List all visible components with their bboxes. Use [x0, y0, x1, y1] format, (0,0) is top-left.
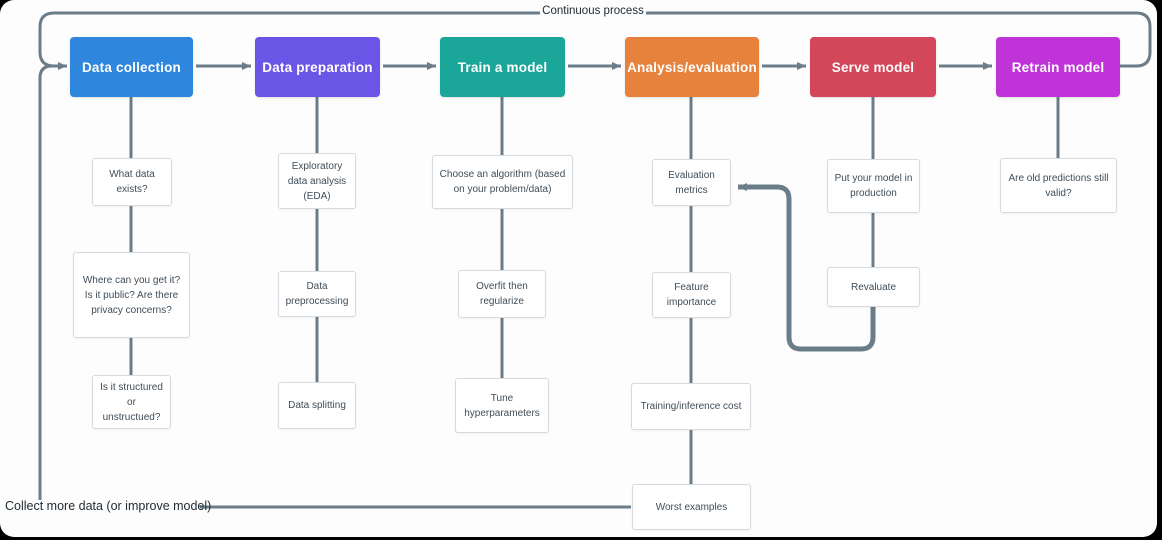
sub-structured-or-unstructured: Is it structured or unstructued? — [92, 375, 171, 429]
continuous-process-line-right — [646, 11, 1152, 68]
sub-data-splitting: Data splitting — [278, 382, 356, 429]
sub-what-data-exists: What data exists? — [92, 158, 172, 206]
collect-more-data-label: Collect more data (or improve model) — [5, 499, 212, 513]
sub-data-preprocessing: Data preprocessing — [278, 271, 356, 317]
sub-where-can-you-get-it: Where can you get it? Is it public? Are … — [73, 252, 190, 338]
feedback-loop — [738, 183, 876, 352]
sub-overfit-then-regularize: Overfit then regularize — [458, 270, 546, 318]
stage-retrain-model: Retrain model — [996, 37, 1120, 97]
stage-analysis-evaluation: Analysis/evaluation — [625, 37, 759, 97]
sub-exploratory-data-analysis: Exploratory data analysis (EDA) — [278, 153, 356, 209]
sub-tune-hyperparameters: Tune hyperparameters — [455, 378, 549, 433]
sub-training-inference-cost: Training/inference cost — [631, 383, 751, 430]
sub-are-old-predictions-valid: Are old predictions still valid? — [1000, 158, 1117, 213]
sub-revaluate: Revaluate — [827, 267, 920, 307]
sub-feature-importance: Feature importance — [652, 272, 731, 318]
stage-train-a-model: Train a model — [440, 37, 565, 97]
continuous-process-label: Continuous process — [542, 5, 644, 17]
stage-data-preparation: Data preparation — [255, 37, 380, 97]
stage-serve-model: Serve model — [810, 37, 936, 97]
collect-more-data-vertical — [38, 64, 60, 500]
sub-worst-examples: Worst examples — [632, 484, 751, 530]
sub-choose-an-algorithm: Choose an algorithm (based on your probl… — [432, 155, 573, 209]
sub-put-model-in-production: Put your model in production — [827, 159, 920, 213]
stage-data-collection: Data collection — [70, 37, 193, 97]
sub-evaluation-metrics: Evaluation metrics — [652, 159, 731, 206]
